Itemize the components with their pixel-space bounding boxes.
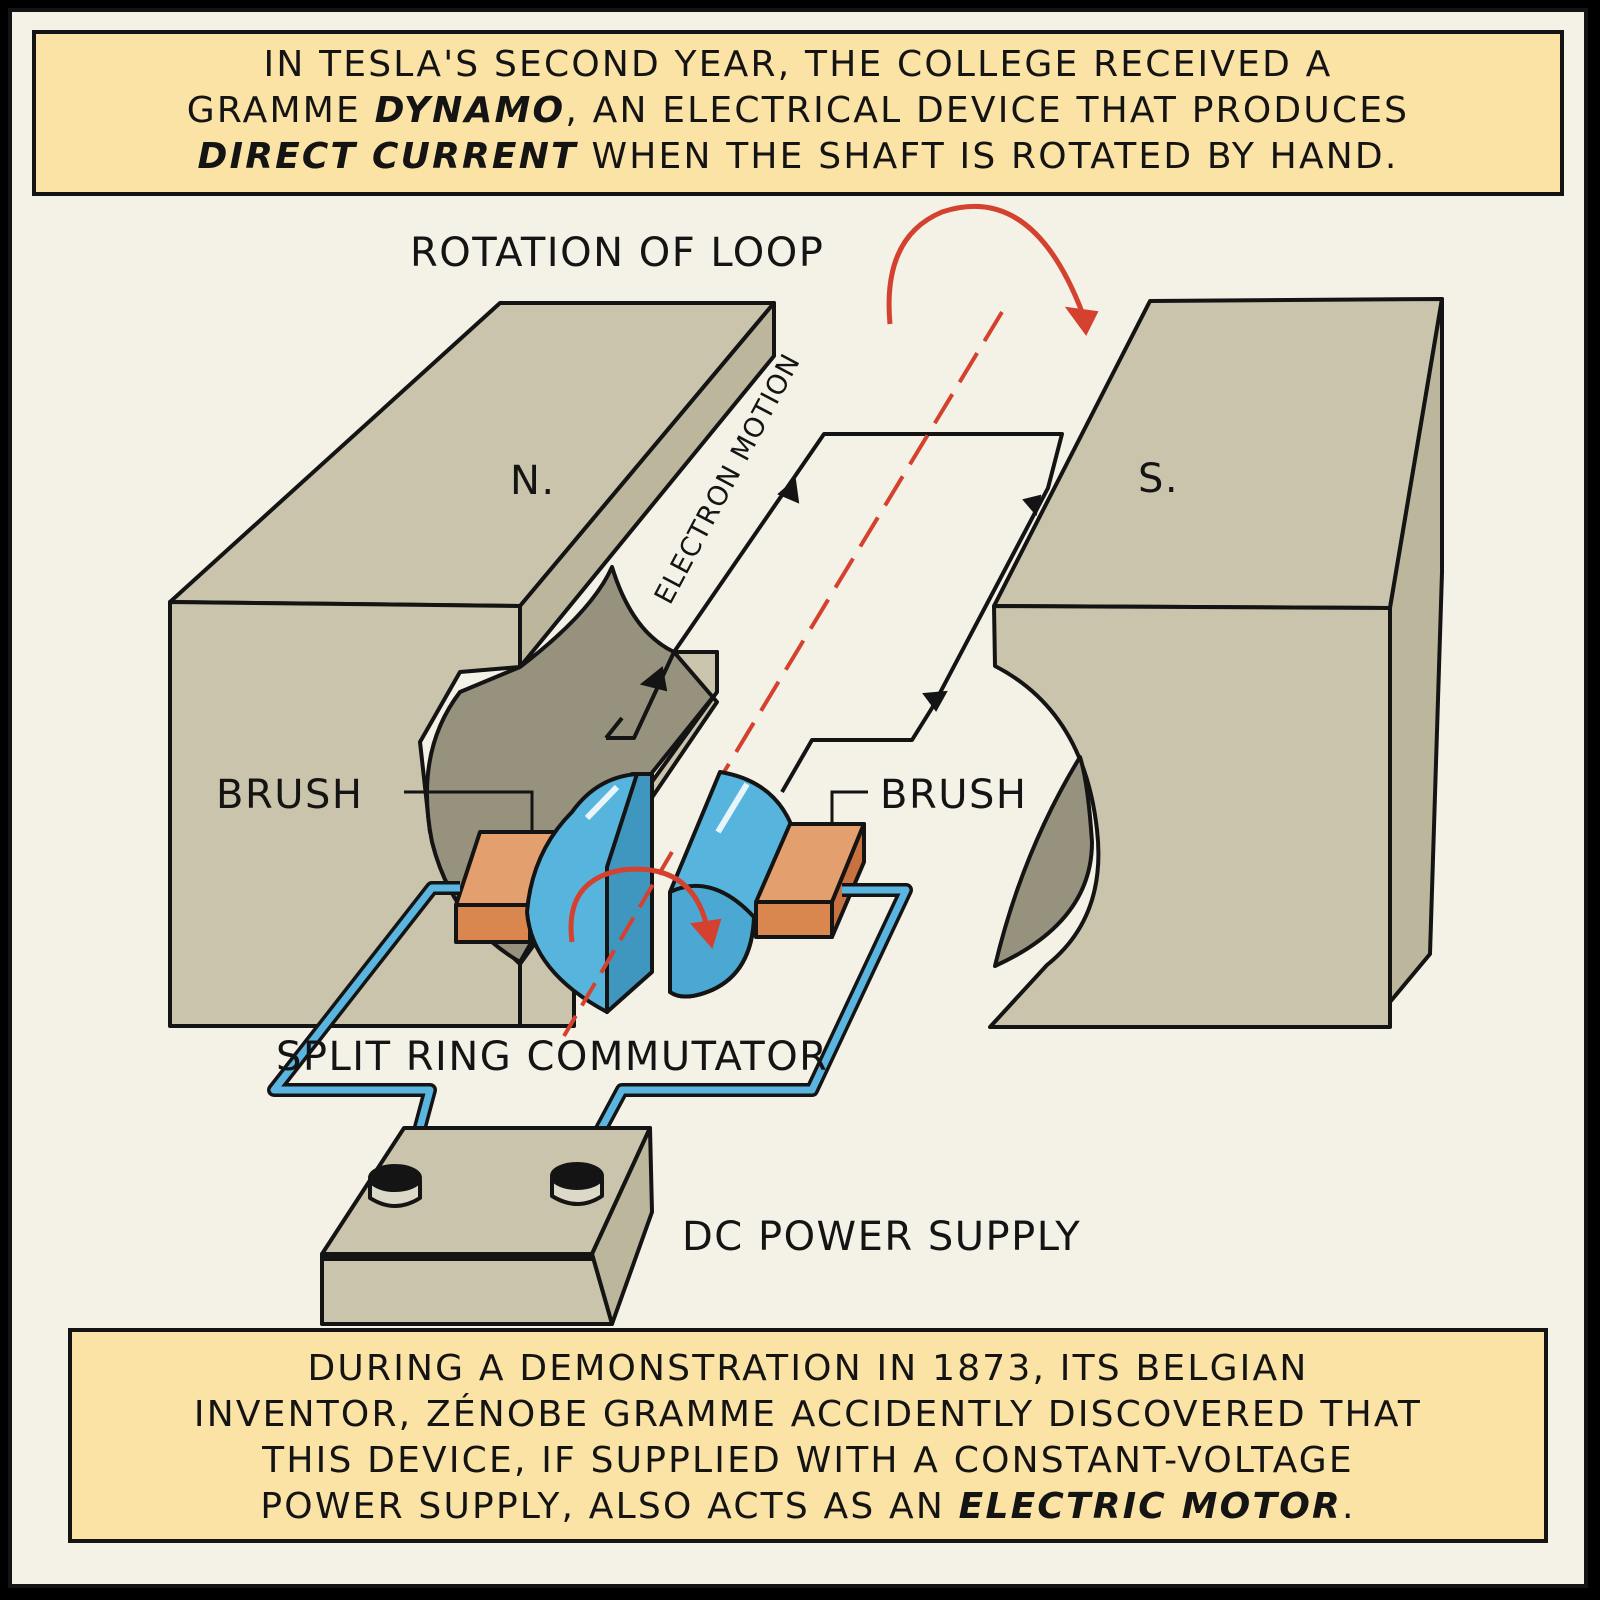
rotation-axis-lower	[562, 850, 674, 1038]
arrow-head-icon	[777, 478, 800, 504]
terminal-icon	[368, 1164, 422, 1208]
power-supply-label: DC POWER SUPPLY	[682, 1214, 1081, 1260]
top-caption-text: , an electrical device that produces	[565, 90, 1410, 131]
bottom-caption-line-2: inventor, Zénobe Gramme accidently disco…	[193, 1394, 1423, 1435]
left-brush-leader	[404, 790, 534, 832]
south-magnet	[988, 297, 1444, 1029]
south-magnet-side	[1388, 297, 1444, 1004]
right-brush-leader	[830, 790, 868, 824]
emphasis-direct-current: direct current	[197, 136, 578, 177]
armature-loop	[604, 432, 1064, 793]
rotation-arrow-icon	[886, 203, 1099, 336]
bottom-caption-line-1: During a demonstration in 1873, its Belg…	[307, 1348, 1309, 1389]
commutator-left-shine	[584, 784, 620, 821]
top-caption-line-1: In Tesla's second year, the college rece…	[263, 44, 1333, 85]
emphasis-electric-motor: electric motor	[958, 1486, 1342, 1527]
bottom-caption-line-4: power supply, also acts as an electric m…	[72, 1484, 1544, 1530]
loop-connector	[604, 716, 624, 740]
bottom-caption: During a demonstration in 1873, its Belg…	[68, 1328, 1548, 1543]
arrow-head-icon	[1022, 494, 1042, 517]
bottom-caption-text: .	[1341, 1486, 1356, 1527]
arrow-head-icon	[922, 690, 948, 712]
south-pole-label: S.	[1138, 456, 1179, 502]
commutator-rotation-arrow-icon	[568, 866, 722, 950]
bottom-caption-line-3: this device, if supplied with a constant…	[262, 1440, 1354, 1481]
south-magnet-front	[988, 604, 1392, 1029]
supply-wires	[267, 881, 913, 1176]
emphasis-dynamo: dynamo	[374, 90, 566, 131]
dc-power-supply	[320, 1126, 654, 1326]
north-pole-label: N.	[510, 458, 556, 504]
bottom-caption-text: power supply, also acts as an	[260, 1486, 959, 1527]
comic-panel: In Tesla's second year, the college rece…	[8, 8, 1588, 1588]
top-caption-text: when the shaft is rotated by hand.	[577, 136, 1399, 177]
top-caption: In Tesla's second year, the college rece…	[32, 30, 1564, 196]
right-brush	[754, 822, 866, 939]
terminal-icon	[550, 1162, 604, 1206]
left-brush-label: BRUSH	[216, 772, 363, 818]
top-caption-text: Gramme	[186, 90, 375, 131]
dynamo-diagram: ROTATION OF LOOP N. S. ELECTRON MOTION B…	[168, 203, 1444, 1326]
electron-arrows	[639, 478, 1042, 712]
leader-lines	[404, 790, 868, 832]
supply-front	[320, 1252, 614, 1326]
south-magnet-top	[992, 297, 1444, 610]
top-caption-line-3: direct current when the shaft is rotated…	[36, 134, 1560, 180]
commutator-label: SPLIT RING COMMUTATOR	[276, 1034, 828, 1080]
rotation-of-loop-label: ROTATION OF LOOP	[410, 230, 824, 276]
top-caption-line-2: Gramme dynamo, an electrical device that…	[36, 88, 1560, 134]
south-pole-shadow	[993, 755, 1094, 968]
arrow-head-icon	[639, 666, 668, 692]
right-brush-label: BRUSH	[880, 772, 1027, 818]
commutator-right-shine	[715, 782, 750, 834]
loop-left-wire	[606, 432, 1064, 793]
rotation-axis	[722, 310, 1004, 774]
